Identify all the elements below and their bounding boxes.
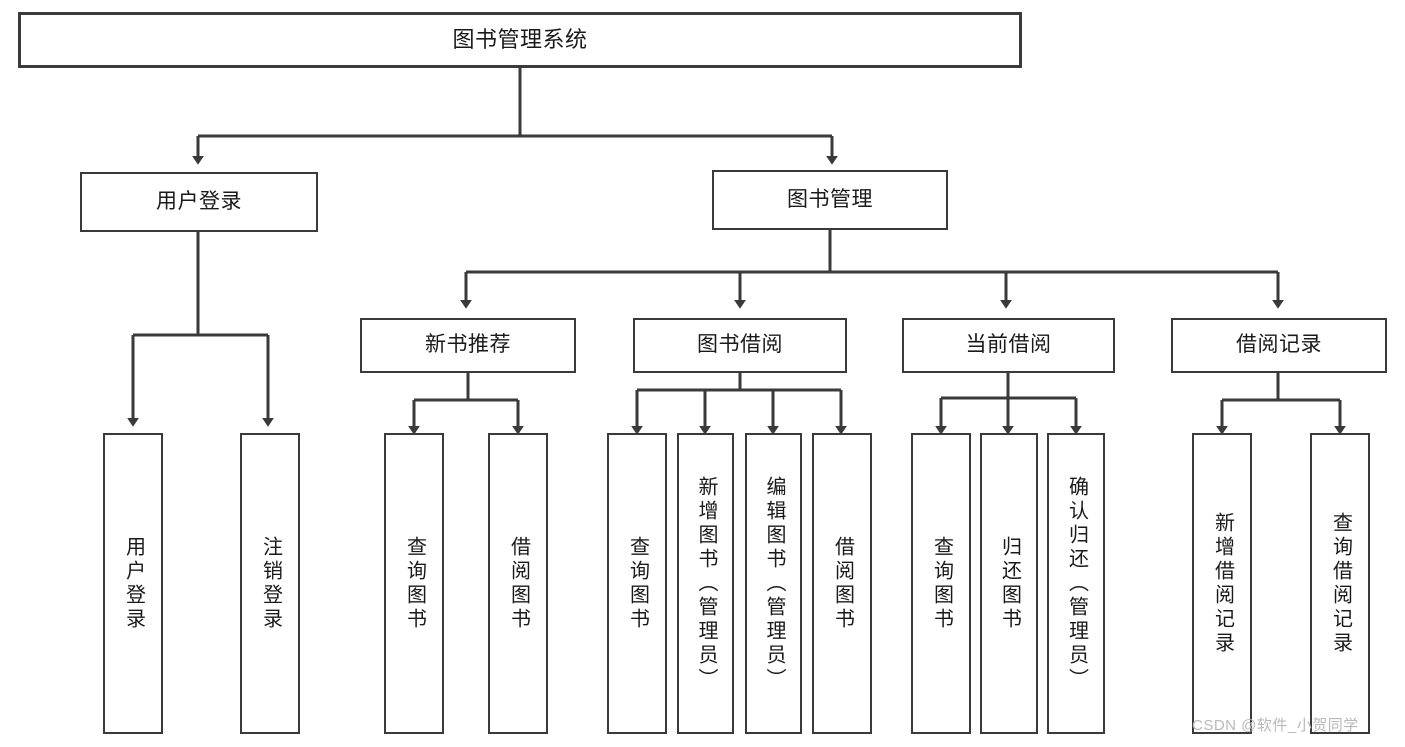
node-label: 当前借阅: [965, 333, 1052, 357]
node-label: 查询图书: [930, 535, 953, 632]
node-book-borrow[interactable]: 图书借阅: [633, 318, 847, 373]
leaf-confirm-return-admin[interactable]: 确认归还（管理员）: [1047, 433, 1105, 734]
leaf-borrow-book-recommendation[interactable]: 借阅图书: [488, 433, 548, 734]
node-label: 借阅图书: [507, 535, 530, 632]
node-label: 查询图书: [403, 535, 426, 632]
node-book-management[interactable]: 图书管理: [712, 170, 948, 230]
leaf-add-borrow-record[interactable]: 新增借阅记录: [1192, 433, 1252, 734]
leaf-query-book-borrow[interactable]: 查询图书: [607, 433, 667, 734]
node-label: 图书管理: [787, 187, 873, 211]
leaf-add-book-admin[interactable]: 新增图书（管理员）: [677, 433, 734, 734]
node-label: 图书管理系统: [452, 27, 588, 53]
node-label: 查询图书: [626, 535, 649, 632]
node-label: 图书借阅: [697, 333, 783, 357]
node-label: 用户登录: [122, 535, 145, 632]
node-label: 新增图书（管理员）: [695, 475, 717, 692]
node-user-login[interactable]: 用户登录: [80, 172, 318, 232]
leaf-query-book-recommendation[interactable]: 查询图书: [384, 433, 444, 734]
node-current-borrow[interactable]: 当前借阅: [902, 318, 1115, 373]
node-label: 查询借阅记录: [1329, 511, 1352, 656]
node-label: 归还图书: [998, 535, 1021, 632]
leaf-borrow-book[interactable]: 借阅图书: [812, 433, 872, 734]
node-label: 确认归还（管理员）: [1065, 475, 1088, 692]
node-label: 借阅图书: [831, 535, 854, 632]
node-label: 新增借阅记录: [1211, 511, 1234, 656]
leaf-logout-login[interactable]: 注销登录: [240, 433, 300, 734]
leaf-user-login[interactable]: 用户登录: [103, 433, 163, 734]
node-root-book-management-system[interactable]: 图书管理系统: [18, 12, 1022, 68]
node-new-book-recommendation[interactable]: 新书推荐: [360, 318, 576, 373]
node-borrow-record[interactable]: 借阅记录: [1171, 318, 1387, 373]
leaf-query-borrow-record[interactable]: 查询借阅记录: [1310, 433, 1370, 734]
node-label: 借阅记录: [1236, 333, 1322, 357]
leaf-edit-book-admin[interactable]: 编辑图书（管理员）: [745, 433, 802, 734]
node-label: 编辑图书（管理员）: [763, 475, 785, 692]
leaf-return-book[interactable]: 归还图书: [980, 433, 1038, 734]
csdn-watermark: CSDN @软件_小贺同学: [1192, 717, 1359, 734]
node-label: 新书推荐: [425, 333, 511, 357]
node-label: 注销登录: [259, 535, 282, 632]
node-label: 用户登录: [156, 189, 242, 213]
leaf-query-book-current[interactable]: 查询图书: [911, 433, 971, 734]
